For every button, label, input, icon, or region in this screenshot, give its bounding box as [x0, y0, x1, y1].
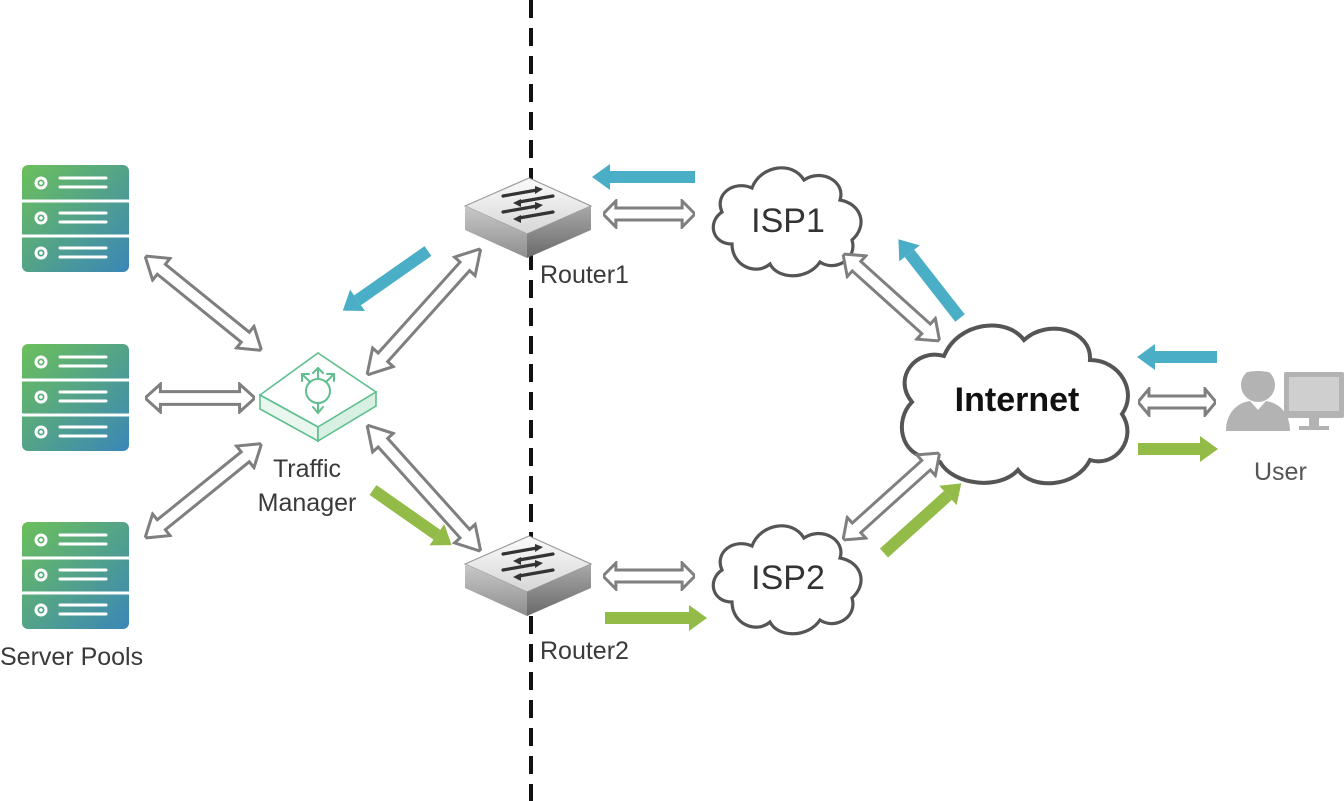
server-rack-icon [22, 344, 129, 451]
traffic-manager-label-line1: Traffic [272, 455, 342, 483]
bidirectional-arrow [832, 441, 951, 552]
blue-flow-arrow [1137, 344, 1217, 370]
green-flow-arrow [369, 485, 452, 546]
monitor-icon [1284, 372, 1344, 430]
cloud-icon [899, 323, 1130, 486]
internet-label: Internet [954, 381, 1080, 419]
isp1-label: ISP1 [751, 202, 825, 240]
green-flow-arrow [605, 605, 707, 631]
bidirectional-arrow [832, 242, 951, 353]
blue-flow-arrow [898, 239, 965, 322]
user-label: User [1254, 458, 1307, 486]
load-balancer-icon [258, 352, 378, 443]
server-rack-icon [22, 522, 129, 629]
bidirectional-arrow [145, 382, 255, 414]
bidirectional-arrow [603, 561, 695, 591]
cloud-icon [711, 166, 863, 278]
router-switch-icon [463, 177, 593, 258]
router1-label: Router1 [540, 261, 629, 289]
green-flow-arrow [879, 483, 962, 558]
person-icon [1226, 366, 1290, 431]
bidirectional-arrow [1138, 387, 1216, 417]
bidirectional-arrow [136, 433, 270, 549]
blue-flow-arrow [592, 164, 695, 190]
bidirectional-arrow [603, 199, 695, 229]
server-pools-label: Server Pools [0, 643, 144, 671]
server-rack-icon [22, 165, 129, 272]
traffic-manager-label-line2: Manager [257, 489, 357, 517]
router2-label: Router2 [540, 637, 629, 665]
isp2-label: ISP2 [751, 559, 825, 597]
bidirectional-arrow [136, 245, 270, 361]
cloud-icon [711, 524, 863, 636]
blue-flow-arrow [342, 246, 432, 311]
router-switch-icon [463, 535, 593, 616]
green-flow-arrow [1138, 436, 1218, 462]
